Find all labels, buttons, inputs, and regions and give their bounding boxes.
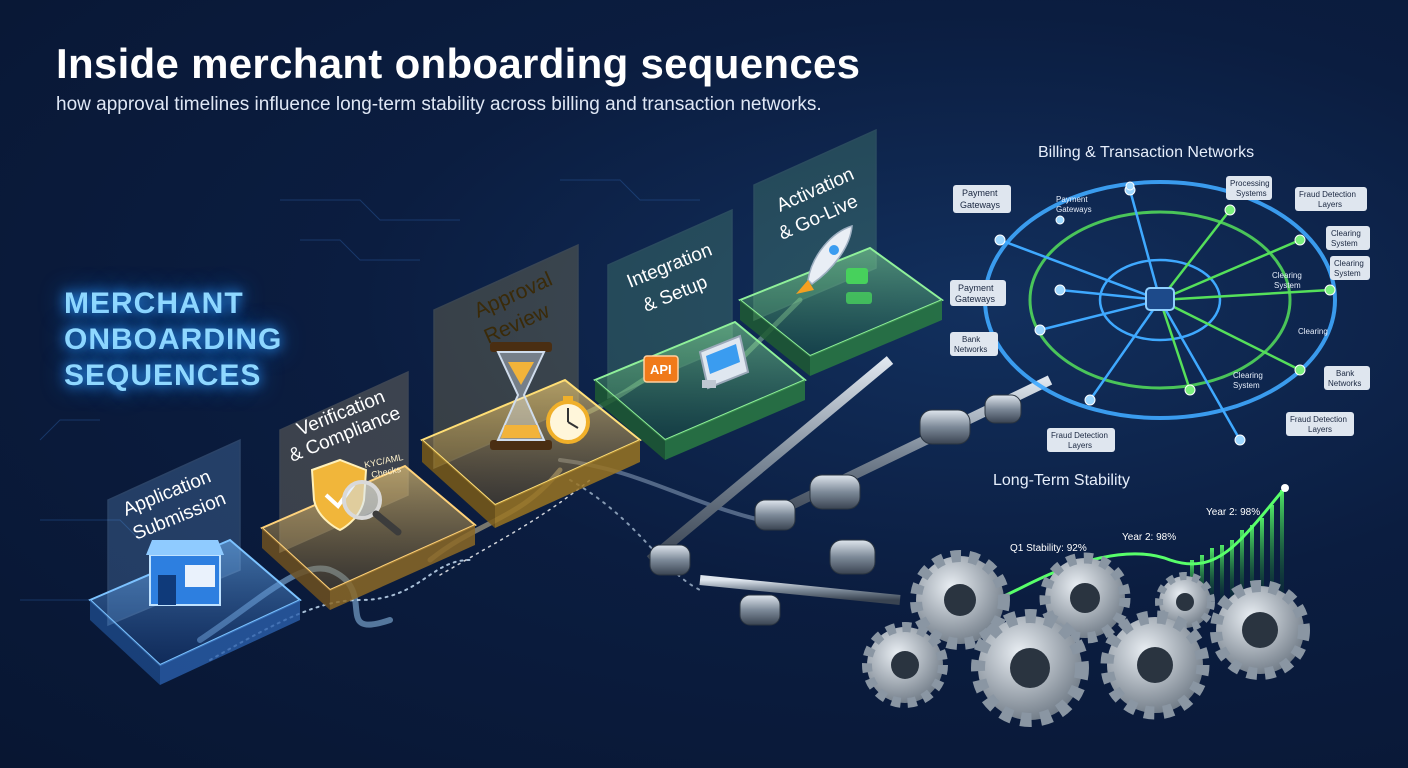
step-activation-go-live: Activation & Go-Live — [738, 128, 945, 376]
side-title-line-1: MERCHANT — [64, 287, 244, 320]
svg-text:Bank: Bank — [962, 335, 981, 344]
magnifier-icon — [342, 480, 402, 536]
network-node: Clearing System — [1233, 371, 1263, 390]
stability-trend: Q1 Stability: 92% Year 2: 98% Year 2: 98… — [929, 484, 1289, 622]
step-verification-compliance: Verification & Compliance KYC/AML Checks — [260, 370, 477, 610]
network-node: Fraud Detection Layers — [1286, 412, 1354, 436]
svg-text:System: System — [1233, 381, 1260, 390]
svg-text:Fraud Detection: Fraud Detection — [1051, 431, 1108, 440]
svg-text:Gateways: Gateways — [955, 294, 996, 304]
status-chip — [846, 292, 872, 304]
network-node: Clearing System — [1330, 256, 1370, 280]
step-application-submission: Application Submission — [88, 438, 302, 685]
status-chip — [846, 268, 868, 284]
network-node: Clearing — [1298, 327, 1328, 336]
svg-text:Clearing: Clearing — [1331, 229, 1361, 238]
gear-icon — [971, 609, 1089, 727]
svg-text:Payment: Payment — [958, 283, 994, 293]
svg-text:Payment: Payment — [962, 188, 998, 198]
network-node: Fraud Detection Layers — [1295, 187, 1367, 211]
stopwatch-icon — [546, 396, 590, 444]
svg-text:Clearing: Clearing — [1298, 327, 1328, 336]
annotation-q1: Q1 Stability: 92% — [1010, 543, 1087, 554]
svg-text:Payment: Payment — [1056, 195, 1088, 204]
annotation-year2-a: Year 2: 98% — [1122, 532, 1176, 543]
gear-icon — [1155, 572, 1215, 632]
gear-icon — [862, 622, 948, 708]
side-title-line-2: ONBOARDING — [64, 323, 283, 356]
gear-icon — [1100, 610, 1210, 720]
svg-text:Gateways: Gateways — [960, 200, 1001, 210]
svg-text:Gateways: Gateways — [1056, 205, 1092, 214]
svg-text:System: System — [1274, 281, 1301, 290]
svg-text:Layers: Layers — [1068, 441, 1092, 450]
network-node: Bank Networks — [1324, 366, 1370, 390]
svg-text:Layers: Layers — [1318, 200, 1342, 209]
pos-terminal-icon — [698, 334, 750, 390]
gear-icon — [910, 550, 1010, 650]
svg-text:Bank: Bank — [1336, 369, 1355, 378]
rocket-icon — [796, 224, 853, 294]
svg-text:Fraud Detection: Fraud Detection — [1290, 415, 1347, 424]
gear-icon-group — [862, 550, 1310, 727]
svg-text:System: System — [1334, 269, 1361, 278]
page-subtitle: how approval timelines influence long-te… — [56, 94, 822, 115]
svg-text:Processing: Processing — [1230, 179, 1270, 188]
cables — [646, 356, 1053, 626]
network-node: Processing Systems — [1226, 176, 1272, 200]
svg-text:Systems: Systems — [1236, 189, 1267, 198]
svg-text:Clearing: Clearing — [1233, 371, 1263, 380]
network-node: Clearing System — [1272, 271, 1302, 290]
gear-icon — [1039, 552, 1131, 644]
api-icon: API — [643, 355, 679, 383]
svg-text:Layers: Layers — [1308, 425, 1332, 434]
side-title-line-3: SEQUENCES — [64, 359, 262, 392]
step-approval-review: Approval Review — [420, 243, 642, 528]
network-node: Payment Gateways — [950, 280, 1006, 306]
network-labels: Payment Gateways Payment Gateways Proces… — [950, 176, 1370, 452]
api-label: API — [650, 362, 672, 377]
storefront-icon — [146, 540, 224, 606]
stability-title: Long-Term Stability — [993, 472, 1130, 489]
network-node: Bank Networks — [950, 332, 998, 356]
gear-icon — [1210, 580, 1310, 680]
annotation-year2-b: Year 2: 98% — [1206, 507, 1260, 518]
svg-text:System: System — [1331, 239, 1358, 248]
network-node: Clearing System — [1326, 226, 1370, 250]
network-title: Billing & Transaction Networks — [1038, 144, 1255, 161]
page-title: Inside merchant onboarding sequences — [56, 40, 861, 87]
svg-text:Clearing: Clearing — [1272, 271, 1302, 280]
network-node: Payment Gateways — [1056, 195, 1092, 214]
svg-text:Networks: Networks — [954, 345, 987, 354]
svg-text:Networks: Networks — [1328, 379, 1361, 388]
network-node: Fraud Detection Layers — [1047, 428, 1115, 452]
network-node: Payment Gateways — [953, 185, 1011, 213]
svg-text:Fraud Detection: Fraud Detection — [1299, 190, 1356, 199]
network-graph — [983, 180, 1337, 446]
circuit-traces — [20, 179, 700, 601]
side-title: MERCHANT ONBOARDING SEQUENCES — [64, 286, 282, 394]
hourglass-icon — [490, 342, 552, 450]
step-integration-setup: Integration & Setup API — [593, 208, 807, 460]
svg-text:Clearing: Clearing — [1334, 259, 1364, 268]
